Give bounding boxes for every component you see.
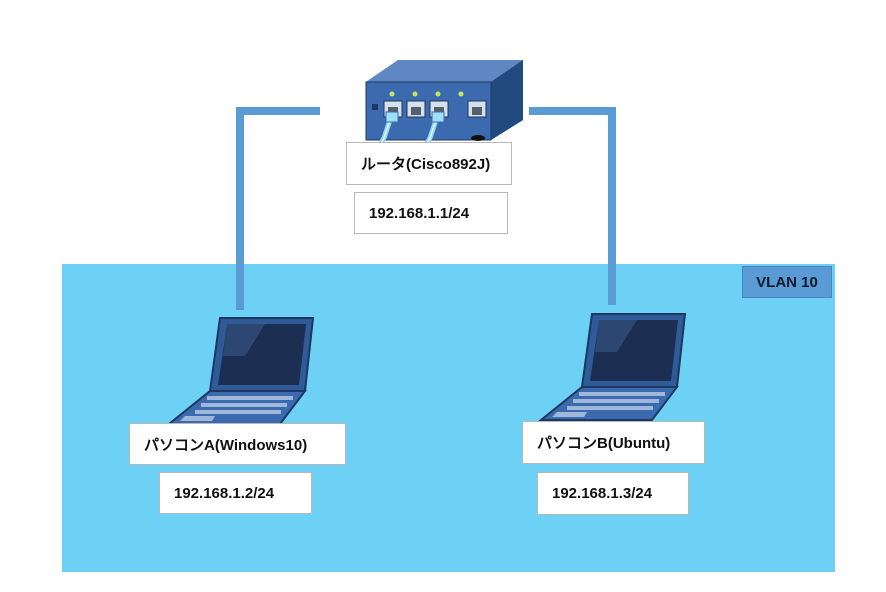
link-router-to-pc-b-vertical — [608, 107, 616, 305]
laptop-b-icon[interactable] — [537, 312, 687, 422]
link-router-to-pc-a-vertical — [236, 107, 244, 310]
link-router-to-pc-a-horizontal — [236, 107, 320, 115]
pc-b-name-label: パソコンB(Ubuntu) — [522, 421, 705, 464]
router-icon[interactable] — [358, 52, 528, 142]
pc-a-ip-label: 192.168.1.2/24 — [159, 472, 312, 514]
laptop-a-icon[interactable] — [165, 316, 315, 426]
pc-a-name-label: パソコンA(Windows10) — [129, 423, 346, 465]
router-name-label: ルータ(Cisco892J) — [346, 142, 512, 185]
router-ip-label: 192.168.1.1/24 — [354, 192, 508, 234]
vlan-label: VLAN 10 — [742, 266, 832, 298]
link-router-to-pc-b-horizontal — [529, 107, 616, 115]
pc-b-ip-label: 192.168.1.3/24 — [537, 472, 689, 515]
